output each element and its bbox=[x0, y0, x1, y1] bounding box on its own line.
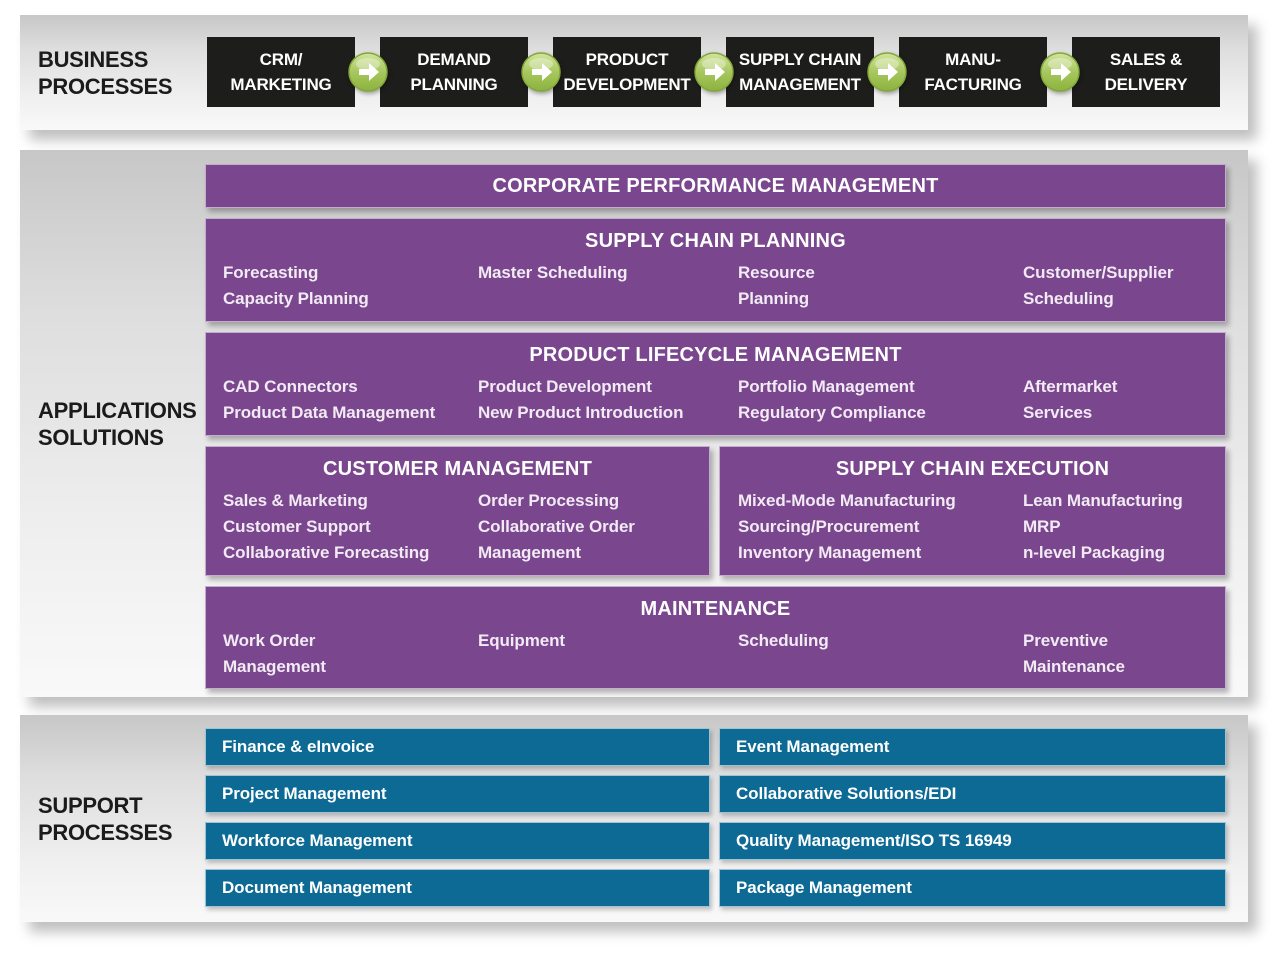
arrow-right-icon bbox=[693, 52, 734, 92]
flow-gap bbox=[866, 37, 907, 107]
solution-group-customer-management: CUSTOMER MANAGEMENT Sales & Marketing Cu… bbox=[205, 446, 710, 576]
support-bar-document-management: Document Management bbox=[205, 869, 710, 907]
flow-gap bbox=[520, 37, 561, 107]
support-bar-package-management: Package Management bbox=[719, 869, 1226, 907]
group-items: Preventive Maintenance bbox=[1023, 631, 1125, 676]
business-processes-label: BUSINESS PROCESSES bbox=[38, 46, 173, 99]
support-processes-label: SUPPORT PROCESSES bbox=[38, 792, 173, 845]
group-items: CAD Connectors Product Data Management bbox=[223, 377, 436, 422]
arrow-right-icon bbox=[520, 52, 561, 92]
process-step-demand-planning: DEMAND PLANNING bbox=[380, 37, 528, 107]
process-step-product-development: PRODUCT DEVELOPMENT bbox=[553, 37, 701, 107]
process-step-crm-marketing: CRM/ MARKETING bbox=[207, 37, 355, 107]
support-bar-finance-einvoice: Finance & eInvoice bbox=[205, 728, 710, 766]
group-title: SUPPLY CHAIN PLANNING bbox=[585, 230, 846, 252]
process-step-supply-chain-management: SUPPLY CHAIN MANAGEMENT bbox=[726, 37, 874, 107]
support-bar-workforce-management: Workforce Management bbox=[205, 822, 710, 860]
group-items: Sales & Marketing Customer Support Colla… bbox=[223, 491, 430, 562]
applications-solutions-panel: APPLICATIONS SOLUTIONS CORPORATE PERFORM… bbox=[20, 150, 1248, 697]
flow-gap bbox=[347, 37, 388, 107]
solution-groups: CORPORATE PERFORMANCE MANAGEMENT SUPPLY … bbox=[205, 164, 1226, 689]
process-step-manufacturing: MANU- FACTURING bbox=[899, 37, 1047, 107]
solution-group-supply-chain-planning: SUPPLY CHAIN PLANNING Forecasting Capaci… bbox=[205, 218, 1226, 322]
support-processes-panel: SUPPORT PROCESSES Finance & eInvoice Pro… bbox=[20, 715, 1248, 922]
group-items: Forecasting Capacity Planning bbox=[223, 263, 369, 308]
arrow-right-icon bbox=[866, 52, 907, 92]
group-items: Lean Manufacturing MRP n-level Packaging bbox=[1023, 491, 1183, 562]
applications-solutions-label: APPLICATIONS SOLUTIONS bbox=[38, 397, 197, 450]
group-items: Portfolio Management Regulatory Complian… bbox=[738, 377, 926, 422]
group-title: SUPPLY CHAIN EXECUTION bbox=[835, 458, 1110, 480]
flow-gap bbox=[693, 37, 734, 107]
support-bar-quality-management-iso: Quality Management/ISO TS 16949 bbox=[719, 822, 1226, 860]
solution-group-supply-chain-execution: SUPPLY CHAIN EXECUTION Mixed-Mode Manufa… bbox=[719, 446, 1226, 576]
group-items: Scheduling bbox=[738, 631, 829, 650]
group-title: PRODUCT LIFECYCLE MANAGEMENT bbox=[529, 344, 902, 366]
group-items: Customer/Supplier Scheduling bbox=[1023, 263, 1174, 308]
solution-group-product-lifecycle-management: PRODUCT LIFECYCLE MANAGEMENT CAD Connect… bbox=[205, 332, 1226, 436]
support-bars: Finance & eInvoice Project Management Wo… bbox=[205, 728, 1226, 907]
support-bar-event-management: Event Management bbox=[719, 728, 1226, 766]
business-processes-panel: BUSINESS PROCESSES CRM/ MARKETING DEMAND… bbox=[20, 15, 1248, 130]
group-items: Master Scheduling bbox=[478, 263, 628, 282]
process-flow: CRM/ MARKETING DEMAND PLANNING bbox=[207, 37, 1220, 107]
arrow-right-icon bbox=[347, 52, 388, 92]
solution-group-maintenance: MAINTENANCE Work Order Management Equipm… bbox=[205, 586, 1226, 689]
group-items: Work Order Management bbox=[223, 631, 326, 676]
solution-group-corporate-performance-management: CORPORATE PERFORMANCE MANAGEMENT bbox=[205, 164, 1226, 208]
group-items: Equipment bbox=[478, 631, 565, 650]
group-items: Product Development New Product Introduc… bbox=[478, 377, 684, 422]
group-title: CUSTOMER MANAGEMENT bbox=[323, 458, 592, 480]
support-bar-collaborative-solutions-edi: Collaborative Solutions/EDI bbox=[719, 775, 1226, 813]
support-bar-project-management: Project Management bbox=[205, 775, 710, 813]
arrow-right-icon bbox=[1039, 52, 1080, 92]
group-items: Order Processing Collaborative Order Man… bbox=[478, 491, 635, 562]
group-items: Mixed-Mode Manufacturing Sourcing/Procur… bbox=[738, 491, 956, 562]
flow-gap bbox=[1039, 37, 1080, 107]
group-title: MAINTENANCE bbox=[640, 598, 791, 620]
group-title: CORPORATE PERFORMANCE MANAGEMENT bbox=[492, 174, 939, 197]
group-items: Aftermarket Services bbox=[1023, 377, 1118, 422]
process-step-sales-delivery: SALES & DELIVERY bbox=[1072, 37, 1220, 107]
group-items: Resource Planning bbox=[738, 263, 815, 308]
